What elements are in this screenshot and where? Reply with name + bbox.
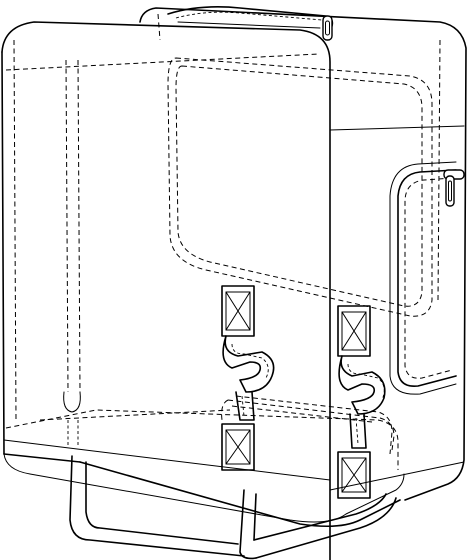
top-zipper-pull-icon <box>322 15 333 41</box>
strap-anchor-lower-right <box>337 451 371 499</box>
bottom-loop-left <box>69 455 245 557</box>
lower-pocket <box>231 395 393 455</box>
side-pocket <box>389 161 457 395</box>
front-pocket <box>167 57 433 317</box>
strap-anchor-upper-left <box>221 285 255 337</box>
front-panel <box>1 21 331 560</box>
left-vertical-strap <box>63 59 81 446</box>
bottom-loop-right <box>239 489 397 560</box>
back-panel <box>139 7 467 501</box>
right-strap-buckle <box>338 355 386 449</box>
strap-anchor-upper-right <box>337 305 371 357</box>
left-strap-buckle <box>222 335 275 421</box>
strap-anchor-lower-left <box>221 423 255 471</box>
side-zipper-pull-icon <box>443 169 465 207</box>
